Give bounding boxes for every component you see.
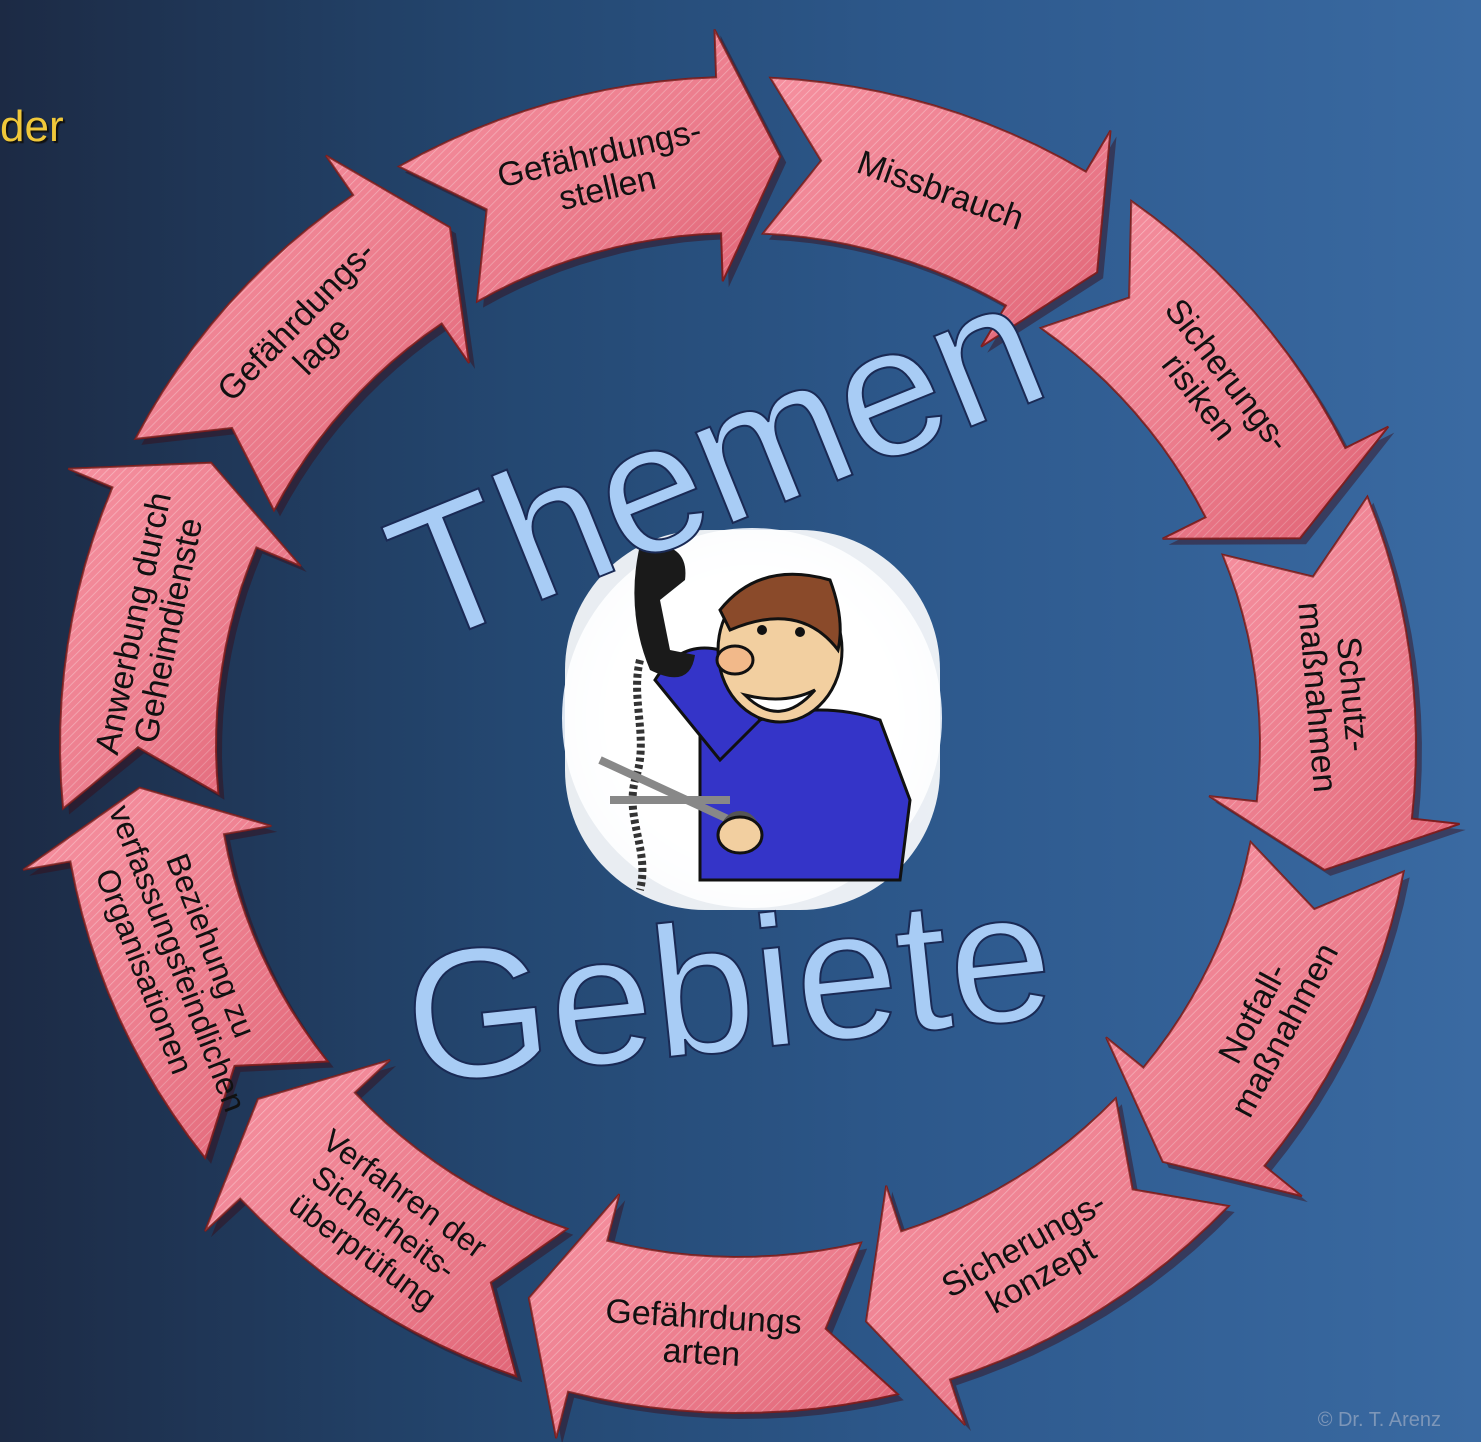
copyright-notice: © Dr. T. Arenz: [1317, 1409, 1441, 1431]
cycle-arrow-shade: [205, 1060, 568, 1377]
center-picture: [562, 528, 942, 910]
angry-man-clipart: [598, 544, 912, 891]
center-word-bottom: Gebiete: [395, 851, 1061, 1124]
cycle-arrow-shade: [1209, 496, 1460, 870]
cycle-arrow-shade: [60, 462, 301, 809]
cycle-arrow-shade: [866, 1098, 1229, 1426]
cycle-arrow-shade: [23, 787, 328, 1158]
cycle-arrow-shade: [1040, 200, 1389, 539]
cycle-arrow-shade: [1106, 841, 1404, 1197]
cycle-arrow-shade: [762, 77, 1111, 347]
slide-title-partial: der: [0, 102, 64, 151]
cycle-arrow-shade: [399, 29, 781, 302]
cycle-arrow-shade: [135, 155, 469, 511]
cycle-topic-line: arten: [662, 1332, 742, 1375]
cycle-arrows: [22, 28, 1466, 1442]
cycle-arrow-shade: [528, 1194, 898, 1439]
